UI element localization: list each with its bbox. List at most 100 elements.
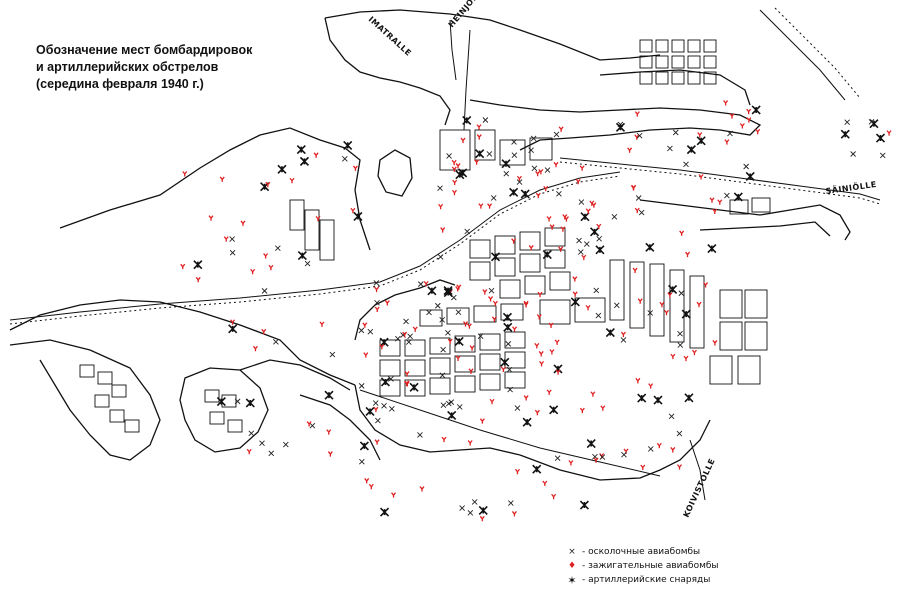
incendiary-bomb-marker [460, 137, 466, 144]
artillery-shell-marker [875, 133, 886, 143]
incendiary-bomb-marker [634, 134, 640, 140]
fragmentation-bomb-marker [596, 235, 602, 242]
fragmentation-bomb-marker [507, 386, 513, 393]
fragmentation-bomb-marker [389, 406, 395, 412]
incendiary-bomb-marker [579, 165, 585, 171]
fragmentation-bomb-marker [486, 151, 493, 157]
incendiary-bomb-marker [455, 286, 461, 292]
fragmentation-bomb-marker [578, 199, 585, 205]
fragmentation-bomb-marker [417, 281, 424, 287]
fragmentation-bomb-marker [879, 152, 886, 159]
fragmentation-bomb-marker [635, 195, 642, 201]
incendiary-bomb-marker [327, 451, 333, 457]
artillery-shell-marker [840, 129, 850, 139]
incendiary-bomb-marker [368, 483, 374, 490]
incendiary-bomb-marker [313, 152, 319, 158]
incendiary-bomb-marker [319, 321, 325, 327]
fragmentation-bomb-marker [611, 213, 618, 220]
fragmentation-bomb-marker [511, 152, 518, 159]
incendiary-bomb-marker [261, 328, 267, 335]
fragmentation-bomb-marker [445, 329, 451, 336]
incendiary-bomb-marker [404, 380, 410, 387]
fragmentation-bomb-marker [677, 330, 683, 337]
incendiary-bomb-marker [306, 421, 312, 427]
incendiary-bomb-marker [265, 181, 271, 188]
fragmentation-bomb-marker [593, 287, 600, 294]
fragmentation-bomb-marker [445, 400, 452, 407]
incendiary-bomb-marker [180, 263, 186, 270]
fragmentation-bomb-marker [374, 300, 380, 306]
incendiary-bomb-marker [491, 316, 497, 322]
artillery-shell-marker [684, 393, 694, 403]
incendiary-bomb-marker [572, 291, 578, 297]
artillery-shell-marker [228, 324, 238, 334]
fragmentation-bomb-marker [503, 170, 510, 177]
artillery-shell-marker [570, 297, 580, 307]
incendiary-bomb-marker [555, 369, 561, 375]
incendiary-bomb-marker [739, 123, 745, 129]
incendiary-bomb-marker [451, 166, 457, 172]
artillery-shell-marker [458, 168, 468, 178]
legend-item-artillery: ✶ - артиллерийские снаряды [566, 573, 766, 587]
fragmentation-bomb-marker [304, 260, 311, 267]
fragmentation-bomb-marker [531, 165, 538, 172]
fragmentation-bomb-marker [620, 337, 627, 343]
artillery-shell-marker [532, 464, 542, 474]
street-label-heinjoelle: HEINJOELLE [447, 0, 491, 29]
fragmentation-bomb-marker [229, 249, 236, 256]
incendiary-bomb-marker [479, 418, 485, 424]
incendiary-bomb-marker [553, 161, 559, 168]
artillery-shell-marker [380, 377, 391, 387]
artillery-shell-marker [522, 417, 532, 427]
artillery-shell-marker [277, 164, 287, 174]
incendiary-bomb-marker [487, 203, 493, 209]
fragmentation-bomb-marker [273, 338, 279, 345]
incendiary-bomb-marker [374, 286, 380, 293]
fragmentation-bomb-marker [667, 145, 673, 152]
fragmentation-bomb-marker [676, 430, 683, 437]
incendiary-bomb-marker [363, 352, 369, 358]
fragmentation-bomb-marker [456, 404, 463, 410]
fragmentation-bomb-marker [268, 450, 275, 457]
map-legend: × - осколочные авиабомбы ♦ - зажигательн… [566, 545, 766, 587]
incendiary-bomb-marker [230, 319, 236, 325]
incendiary-bomb-marker [223, 236, 229, 242]
fragmentation-bomb-marker [471, 499, 478, 505]
fragmentation-bomb-icon: × [568, 547, 576, 557]
incendiary-bomb-marker [326, 429, 332, 435]
artillery-shell-marker [520, 189, 530, 199]
incendiary-bomb-marker [469, 345, 475, 351]
fragmentation-bomb-marker [506, 366, 513, 373]
fragmentation-bomb-marker [367, 328, 374, 335]
incendiary-bomb-marker [581, 254, 587, 261]
fragmentation-bomb-marker [647, 310, 654, 316]
fragmentation-bomb-marker [437, 185, 443, 192]
fragmentation-bomb-marker [395, 335, 401, 342]
fragmentation-bomb-marker [417, 432, 423, 438]
incendiary-bomb-marker [315, 215, 321, 222]
street-grid-layer [79, 39, 771, 433]
fragmentation-bomb-marker [388, 376, 394, 382]
fragmentation-bomb-marker [440, 402, 447, 408]
incendiary-bomb-marker [289, 177, 295, 184]
incendiary-bomb-marker [384, 300, 390, 306]
artillery-shell-marker [696, 136, 706, 146]
fragmentation-bomb-marker [477, 333, 484, 340]
fragmentation-bomb-marker [439, 372, 446, 379]
artillery-shell-marker [379, 337, 389, 347]
incendiary-bomb-marker [362, 322, 368, 328]
map-title-line-2: и артиллерийских обстрелов [36, 60, 219, 74]
incendiary-bomb-marker [685, 251, 691, 258]
fragmentation-bomb-marker [613, 302, 620, 309]
incendiary-bomb-marker [664, 309, 670, 316]
incendiary-bomb-marker [451, 189, 457, 196]
incendiary-bomb-marker [683, 355, 689, 362]
fragmentation-bomb-marker [743, 163, 749, 170]
incendiary-bomb-marker [482, 289, 488, 295]
incendiary-bomb-marker [536, 314, 542, 320]
fragmentation-bomb-marker [683, 161, 689, 168]
incendiary-bomb-marker [468, 368, 474, 374]
fragmentation-bomb-marker [677, 342, 684, 348]
incendiary-bomb-marker [528, 245, 534, 251]
incendiary-bomb-marker [596, 223, 602, 230]
